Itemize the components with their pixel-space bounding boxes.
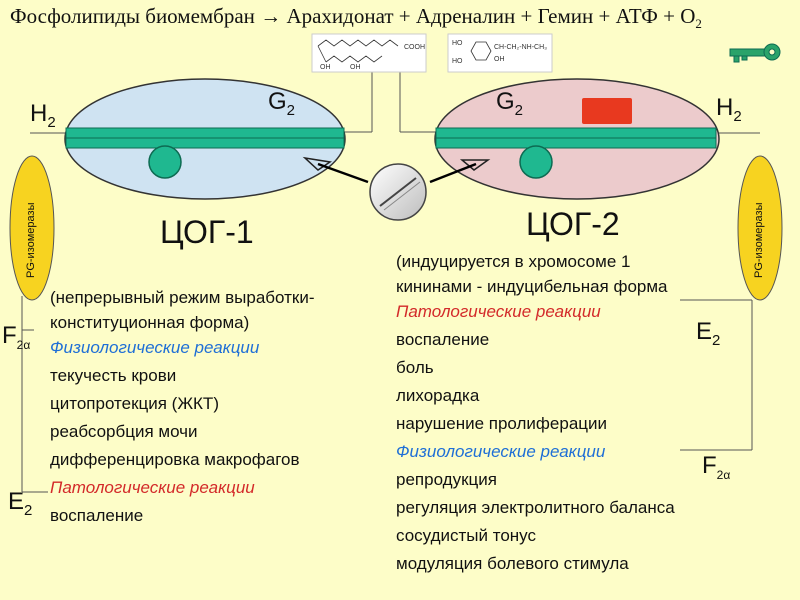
cox1-f2a-label: F2α bbox=[2, 322, 31, 352]
cox1-g2-label: G2 bbox=[268, 88, 296, 119]
cox1-pathological-heading: Патологические реакции bbox=[50, 478, 255, 497]
cox1-line: конституционная форма) bbox=[50, 313, 250, 332]
cox1-isomerase-label: PG-изомеразы bbox=[25, 202, 37, 278]
cox2-pathological-heading: Патологические реакции bbox=[396, 302, 601, 321]
arachidonate-cooh: COOH bbox=[404, 44, 425, 51]
cox1-h2-label: H2 bbox=[30, 100, 56, 131]
cox2-physiological-heading: Физиологические реакции bbox=[396, 442, 606, 461]
title-subscript: 2 bbox=[695, 16, 702, 32]
title-arrow: → bbox=[260, 4, 282, 28]
adrenaline-oh: OH bbox=[494, 56, 505, 63]
cox1-e2-label: E2 bbox=[8, 488, 33, 519]
cox2-line: сосудистый тонус bbox=[396, 526, 536, 545]
cox1-line: реабсорбция мочи bbox=[50, 422, 198, 441]
title-prefix: Фосфолипиды биомембран bbox=[10, 4, 255, 28]
cox2-channel-marker bbox=[459, 159, 491, 171]
cox2-line: воспаление bbox=[396, 330, 490, 349]
cox1-line: (непрерывный режим выработки- bbox=[50, 288, 315, 307]
cox1-physiological-heading: Физиологические реакции bbox=[50, 338, 260, 357]
inhibitor-arrow-right bbox=[429, 162, 477, 184]
cox2-title: ЦОГ-2 bbox=[526, 206, 620, 242]
adrenaline-chain: CH-CH₂-NH-CH₃ bbox=[494, 44, 548, 51]
cox2-f2a-label: F2α bbox=[702, 452, 731, 482]
cox2-line: репродукция bbox=[396, 470, 497, 489]
cox2-e2-label: E2 bbox=[696, 318, 721, 349]
cox1-title: ЦОГ-1 bbox=[160, 214, 254, 250]
adrenaline-ho-1: HO bbox=[452, 40, 463, 47]
cox2-description: (индуцируется в хромосоме 1 кининами - и… bbox=[396, 248, 675, 578]
cox2-line: (индуцируется в хромосоме 1 bbox=[396, 252, 631, 271]
page-title: Фосфолипиды биомембран → Арахидонат + Ад… bbox=[10, 4, 702, 32]
cox2-line: модуляция болевого стимула bbox=[396, 554, 629, 573]
adrenaline-structure bbox=[447, 33, 553, 73]
cox1-line: воспаление bbox=[50, 506, 144, 525]
cox2-active-site bbox=[519, 145, 553, 179]
cox2-line: лихорадка bbox=[396, 386, 480, 405]
adrenaline-ho-2: HO bbox=[452, 58, 463, 65]
cox2-isomerase-ellipse bbox=[737, 155, 783, 301]
cox2-line: регуляция электролитного баланса bbox=[396, 498, 675, 517]
cox1-description: (непрерывный режим выработки- конституци… bbox=[50, 284, 315, 530]
arachidonate-oh-2: OH bbox=[350, 64, 361, 71]
cox2-line: кининами - индуцибельная форма bbox=[396, 277, 668, 296]
arachidonate-structure bbox=[311, 33, 427, 73]
cox2-isomerase-label: PG-изомеразы bbox=[753, 202, 765, 278]
inhibitor-arrow-left bbox=[317, 162, 369, 184]
cox1-line: цитопротекция (ЖКТ) bbox=[50, 394, 219, 413]
key-icon bbox=[729, 43, 781, 63]
arachidonate-oh-1: OH bbox=[320, 64, 331, 71]
cox2-line: нарушение пролиферации bbox=[396, 414, 607, 433]
cox1-line: текучесть крови bbox=[50, 366, 177, 385]
cox2-h2-label: H2 bbox=[716, 94, 742, 125]
cox1-active-site bbox=[148, 145, 182, 179]
cox2-g2-label: G2 bbox=[496, 88, 524, 119]
cox1-line: дифференцировка макрофагов bbox=[50, 450, 300, 469]
cox2-line: боль bbox=[396, 358, 434, 377]
title-suffix: Арахидонат + Адреналин + Гемин + АТФ + О bbox=[286, 4, 696, 28]
cox2-heme-site bbox=[582, 98, 632, 124]
cox1-isomerase-ellipse bbox=[9, 155, 55, 301]
